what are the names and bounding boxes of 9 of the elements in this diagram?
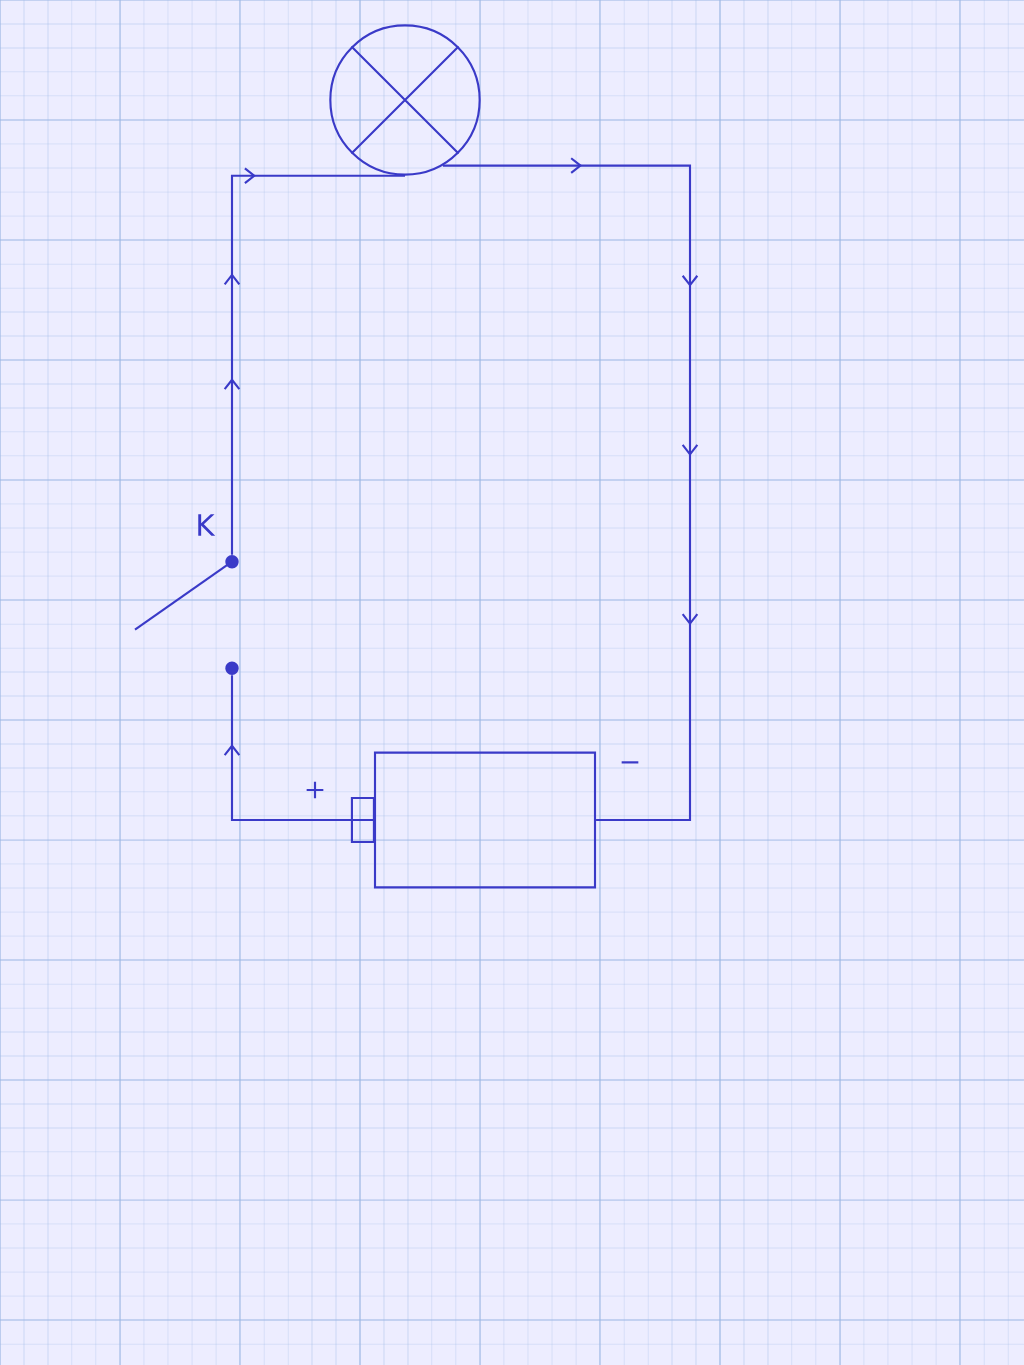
lamp-symbol [329, 24, 481, 176]
terminal-label: − [621, 761, 639, 764]
wire [442, 157, 699, 822]
terminal-label: + [306, 781, 324, 799]
wire [223, 167, 405, 555]
switch-symbol [134, 555, 239, 675]
terminal-label: K [198, 514, 216, 536]
wire [223, 675, 374, 822]
battery-symbol [350, 751, 597, 889]
